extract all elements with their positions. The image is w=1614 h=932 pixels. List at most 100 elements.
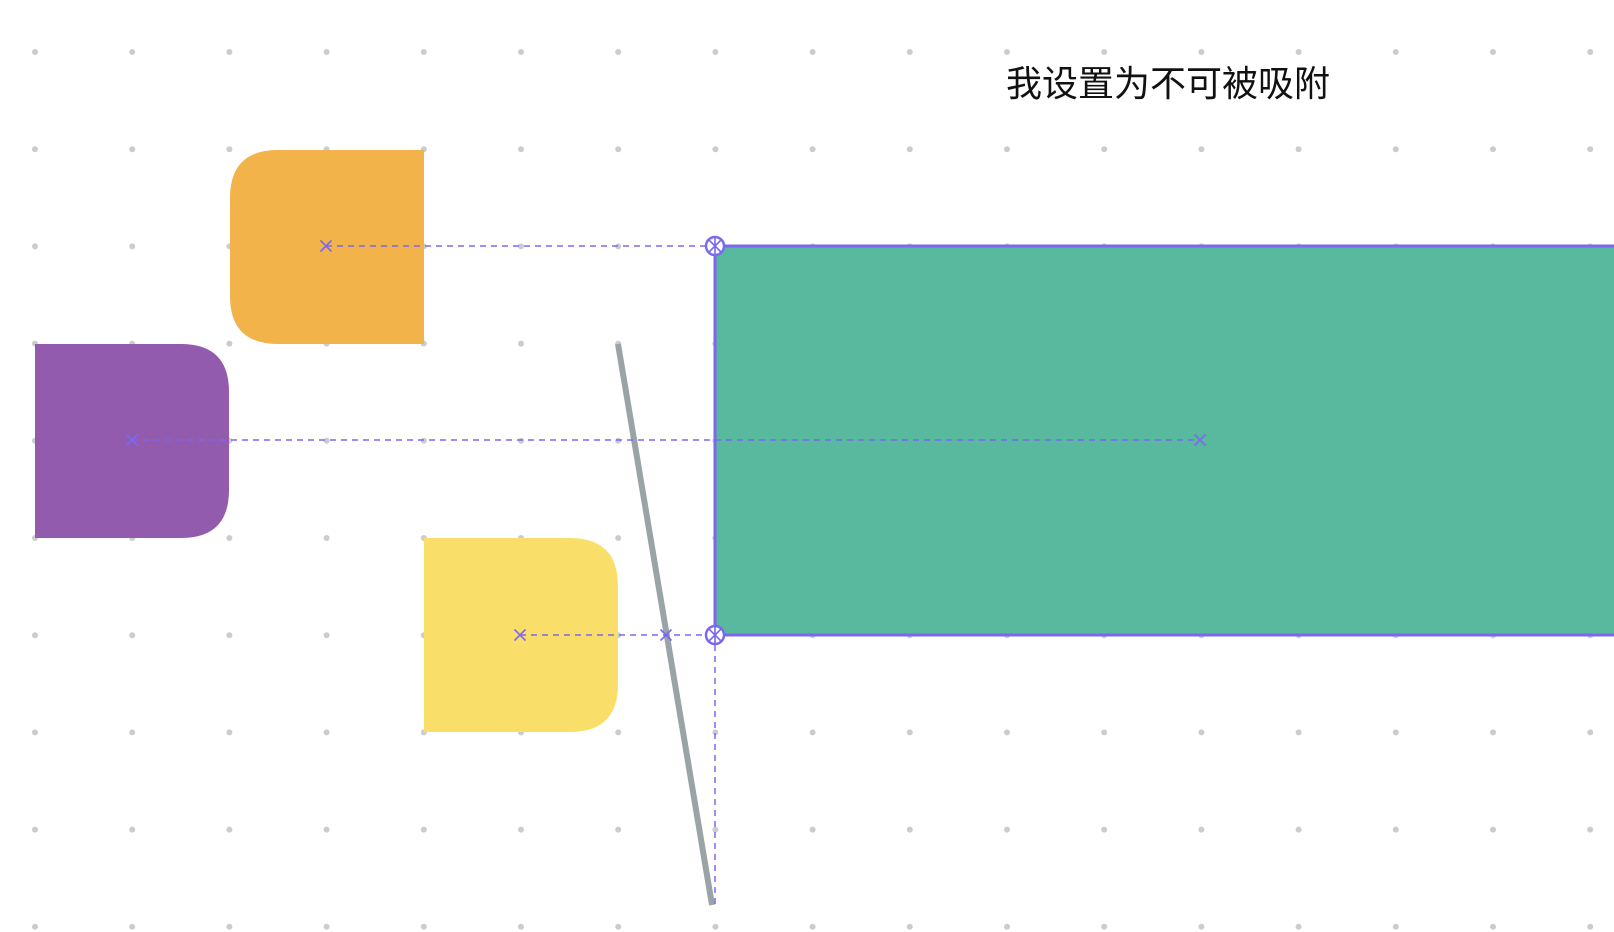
grid-dot (1101, 729, 1108, 736)
green-rectangle[interactable] (713, 244, 1614, 637)
grid-dot (32, 243, 38, 250)
grid-dot (809, 923, 816, 930)
grid-dot (129, 49, 136, 55)
grid-dot (129, 826, 136, 833)
grid-dot (1101, 923, 1108, 930)
grid-dot (1490, 826, 1496, 833)
grid-dot (1392, 923, 1399, 930)
gray-slanted-line[interactable] (615, 343, 715, 906)
grid-dot (518, 146, 524, 153)
grid-dot (226, 632, 233, 639)
grid-dot (323, 923, 330, 930)
grid-dot (323, 49, 330, 55)
grid-dot (32, 146, 38, 153)
snap-point-markers (125, 239, 1207, 642)
grid-dot (420, 437, 427, 444)
grid-dot (129, 923, 136, 930)
grid-dot (712, 729, 719, 736)
grid-dot (906, 729, 913, 736)
grid-dot (1198, 729, 1205, 736)
grid-dot (1198, 923, 1205, 930)
grid-dot (518, 340, 524, 347)
grid-dot (906, 826, 913, 833)
grid-dot (129, 729, 136, 736)
snap-anchor-bottom-left[interactable] (704, 624, 726, 646)
grid-dot (1587, 49, 1594, 55)
grid-dot (323, 535, 330, 541)
grid-dot (1101, 826, 1108, 833)
grid-dot (906, 923, 913, 930)
grid-dot (712, 146, 719, 153)
grid-dot (420, 49, 427, 55)
grid-dot (129, 243, 136, 250)
grid-dot (906, 146, 913, 153)
grid-dot (1295, 923, 1302, 930)
grid-dot (1392, 146, 1399, 153)
grid-dot (1490, 923, 1496, 930)
grid-dot (226, 535, 233, 541)
grid-dot (226, 923, 233, 930)
grid-dot (615, 437, 622, 444)
snap-cross-marker (513, 628, 527, 642)
grid-dot (32, 49, 38, 55)
grid-dot (518, 923, 524, 930)
grid-dot (226, 49, 233, 55)
non-snappable-label[interactable]: 我设置为不可被吸附 (1006, 64, 1330, 105)
grid-dot (809, 146, 816, 153)
grid-dot (1004, 923, 1010, 930)
grid-dot (1587, 729, 1594, 736)
grid-dot (518, 437, 524, 444)
grid-dot (1490, 49, 1496, 55)
grid-dot (1198, 146, 1205, 153)
grid-dot (323, 437, 330, 444)
grid-dot (1490, 729, 1496, 736)
grid-dot (1295, 49, 1302, 55)
grid-dot (1587, 826, 1594, 833)
grid-dot (420, 826, 427, 833)
grid-dot (1392, 729, 1399, 736)
grid-dot (32, 826, 38, 833)
grid-dot (420, 923, 427, 930)
grid-dot (1004, 729, 1010, 736)
grid-dot (1392, 49, 1399, 55)
grid-dot (323, 729, 330, 736)
grid-dot (32, 632, 38, 639)
grid-dot (615, 826, 622, 833)
snap-cross-marker (319, 239, 333, 253)
grid-dot (1295, 146, 1302, 153)
grid-dot (712, 49, 719, 55)
grid-dot (32, 729, 38, 736)
grid-dot (712, 826, 719, 833)
grid-dot (226, 340, 233, 347)
grid-dot (712, 923, 719, 930)
grid-dot (809, 729, 816, 736)
grid-dot (129, 632, 136, 639)
grid-dot (615, 146, 622, 153)
snap-anchor-top-left[interactable] (704, 235, 726, 257)
grid-dot (1004, 826, 1010, 833)
grid-dot (809, 826, 816, 833)
snap-cross-marker (659, 628, 673, 642)
grid-dot (1004, 146, 1010, 153)
grid-dot (226, 146, 233, 153)
grid-dot (615, 243, 622, 250)
grid-dot (615, 923, 622, 930)
grid-dot (1101, 49, 1108, 55)
grid-dot (518, 826, 524, 833)
grid-dot (1587, 923, 1594, 930)
grid-dot (906, 49, 913, 55)
grid-dot (1587, 146, 1594, 153)
grid-dot (1198, 49, 1205, 55)
grid-dot (1490, 146, 1496, 153)
snap-cross-marker (125, 433, 139, 447)
grid-dot (518, 49, 524, 55)
grid-dot (615, 535, 622, 541)
grid-dot (323, 632, 330, 639)
grid-dot (1004, 49, 1010, 55)
grid-dot (323, 826, 330, 833)
grid-dot (1295, 729, 1302, 736)
grid-dot (1392, 826, 1399, 833)
snap-cross-marker (1193, 433, 1207, 447)
